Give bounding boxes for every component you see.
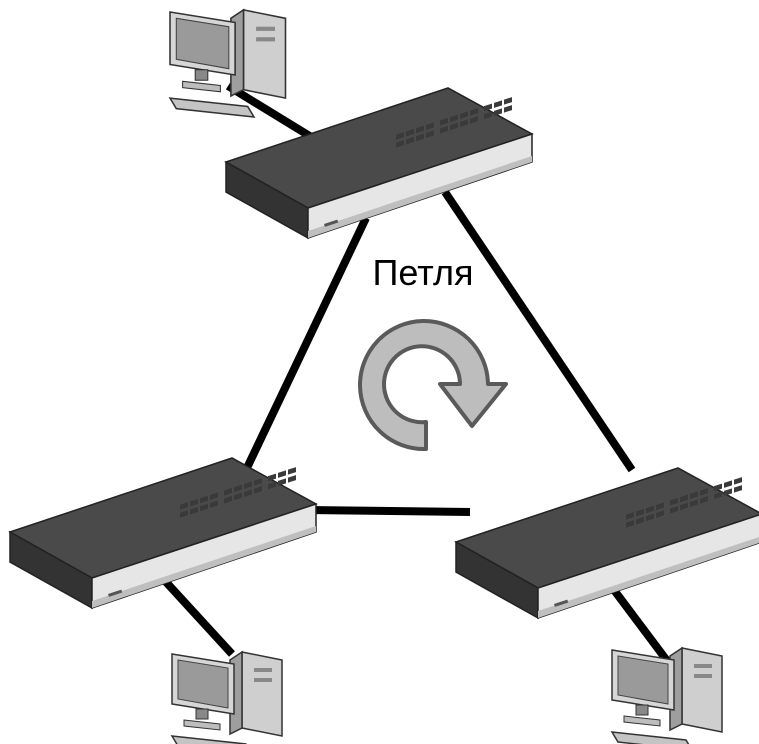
computer-top [169, 9, 287, 118]
loop-arrow-icon [358, 319, 508, 452]
computer-bottom-left [171, 651, 283, 744]
loop-label: Петля [372, 252, 474, 293]
computer-bottom-right [611, 647, 723, 744]
cable-top-to-left [242, 216, 370, 472]
cable-left-to-right [305, 506, 471, 516]
cable-top-to-right [441, 189, 636, 473]
switch-left [9, 457, 317, 609]
switch-right [455, 467, 759, 619]
